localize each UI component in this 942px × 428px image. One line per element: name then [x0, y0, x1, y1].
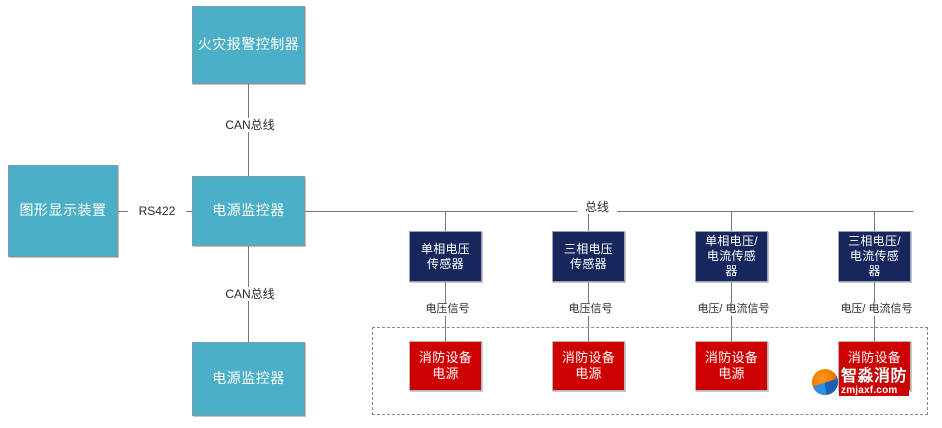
edge-label-signal-4: 电压/ 电流信号	[829, 303, 924, 316]
node-sensor-4[interactable]: 三相电压/ 电流传感 器	[838, 231, 911, 282]
watermark-title: 智淼消防	[839, 368, 910, 386]
node-power-monitor-sub[interactable]: 电源监控器	[192, 342, 305, 416]
line-bus-drop-2	[588, 211, 589, 231]
edge-label-signal-1: 电压信号	[409, 303, 486, 316]
edge-label-can-bus-bottom: CAN总线	[213, 287, 287, 301]
node-graphic-display-device[interactable]: 图形显示装置	[8, 165, 118, 257]
line-bus-drop-3	[731, 211, 732, 231]
edge-label-bus: 总线	[577, 200, 617, 214]
node-sensor-2[interactable]: 三相电压 传感器	[552, 231, 625, 282]
node-power-supply-2[interactable]: 消防设备 电源	[552, 341, 625, 391]
edge-label-rs422: RS422	[128, 204, 186, 218]
node-fire-alarm-controller[interactable]: 火灾报警控制器	[192, 6, 305, 84]
node-power-monitor-main[interactable]: 电源监控器	[192, 176, 305, 246]
line-bus-drop-1	[445, 211, 446, 231]
watermark: 智淼消防 zmjaxf.com	[812, 368, 910, 396]
edge-label-can-bus-top: CAN总线	[213, 118, 287, 132]
watermark-text: 智淼消防 zmjaxf.com	[839, 368, 910, 396]
watermark-url: zmjaxf.com	[839, 386, 910, 396]
node-power-supply-3[interactable]: 消防设备 电源	[695, 341, 768, 391]
node-sensor-1[interactable]: 单相电压 传感器	[409, 231, 482, 282]
watermark-logo-icon	[812, 369, 838, 395]
edge-label-signal-2: 电压信号	[552, 303, 629, 316]
power-supply-group-boundary	[372, 327, 928, 415]
node-sensor-3[interactable]: 单相电压/ 电流传感 器	[695, 231, 768, 282]
edge-label-signal-3: 电压/ 电流信号	[686, 303, 781, 316]
node-power-supply-1[interactable]: 消防设备 电源	[409, 341, 482, 391]
line-bus-drop-4	[874, 211, 875, 231]
